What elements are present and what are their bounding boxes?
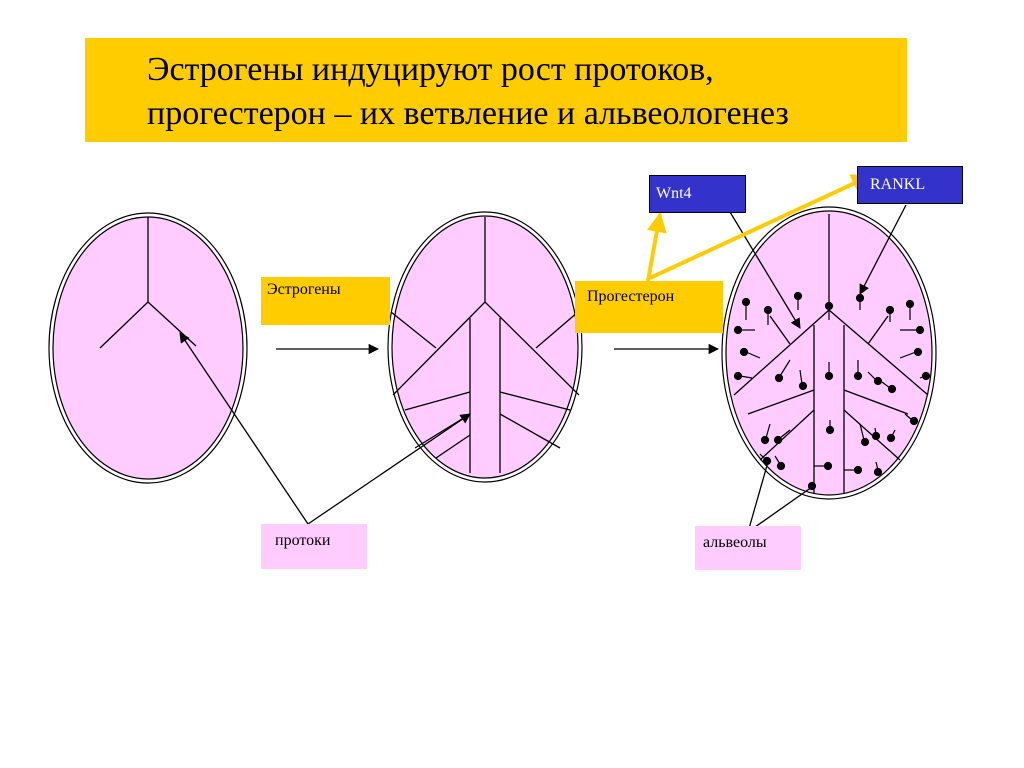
title-line-1: Эстрогены индуцируют рост протоков, bbox=[147, 51, 714, 88]
ducts-label: протоки bbox=[261, 524, 367, 569]
progesterone-to-rankl-arrow bbox=[649, 174, 872, 280]
ducts-pointer-1 bbox=[179, 332, 309, 525]
progesterone-to-wnt4-arrow bbox=[646, 212, 667, 282]
gland-3 bbox=[721, 206, 937, 500]
wnt4-pointer bbox=[729, 211, 801, 329]
gland-3-alveoli bbox=[733, 291, 931, 491]
gland-2-ducts bbox=[390, 217, 580, 473]
title-banner: Эстрогены индуцируют рост протоков, прог… bbox=[85, 38, 907, 142]
estrogens-label: Эстрогены bbox=[261, 277, 390, 325]
gland-2 bbox=[387, 211, 583, 483]
progesterone-label: Прогестерон bbox=[575, 281, 723, 333]
title-line-2: прогестерон – их ветвление и альвеологен… bbox=[147, 95, 789, 132]
alveoli-pointer-1 bbox=[747, 461, 769, 533]
alveoli-label: альвеолы bbox=[695, 526, 801, 570]
rankl-pointer bbox=[859, 204, 907, 295]
alveoli-pointer-2 bbox=[747, 486, 813, 533]
gland-1 bbox=[48, 212, 248, 484]
wnt4-box: Wnt4 bbox=[649, 175, 746, 213]
ducts-pointer-2 bbox=[307, 413, 471, 525]
rankl-box: RANKL bbox=[857, 166, 963, 204]
